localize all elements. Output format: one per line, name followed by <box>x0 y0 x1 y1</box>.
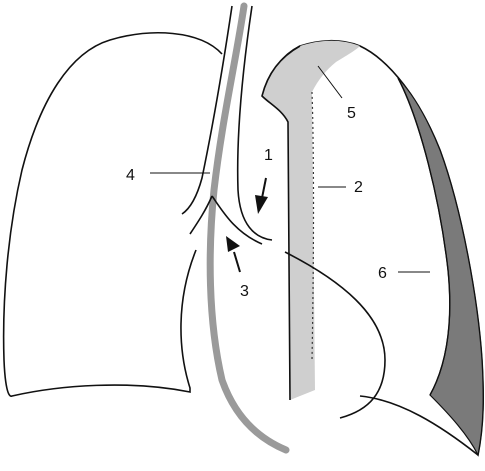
label-1: 1 <box>264 147 273 164</box>
leader-5 <box>318 66 342 98</box>
pleural-stripe-shaded <box>262 41 360 400</box>
trachea-right-wall <box>238 6 272 240</box>
arrow-1-shaft <box>262 178 266 198</box>
label-3: 3 <box>240 283 249 300</box>
arrow-3-shaft <box>234 252 240 272</box>
left-lung-outline <box>4 33 222 396</box>
label-6: 6 <box>378 265 387 282</box>
arrow-1-head <box>255 195 268 214</box>
label-2: 2 <box>354 179 363 196</box>
lateral-band-dark <box>398 78 483 455</box>
arrow-3-head <box>226 236 240 252</box>
label-5: 5 <box>347 105 356 122</box>
label-4: 4 <box>126 167 135 184</box>
right-bronchus <box>212 196 262 244</box>
